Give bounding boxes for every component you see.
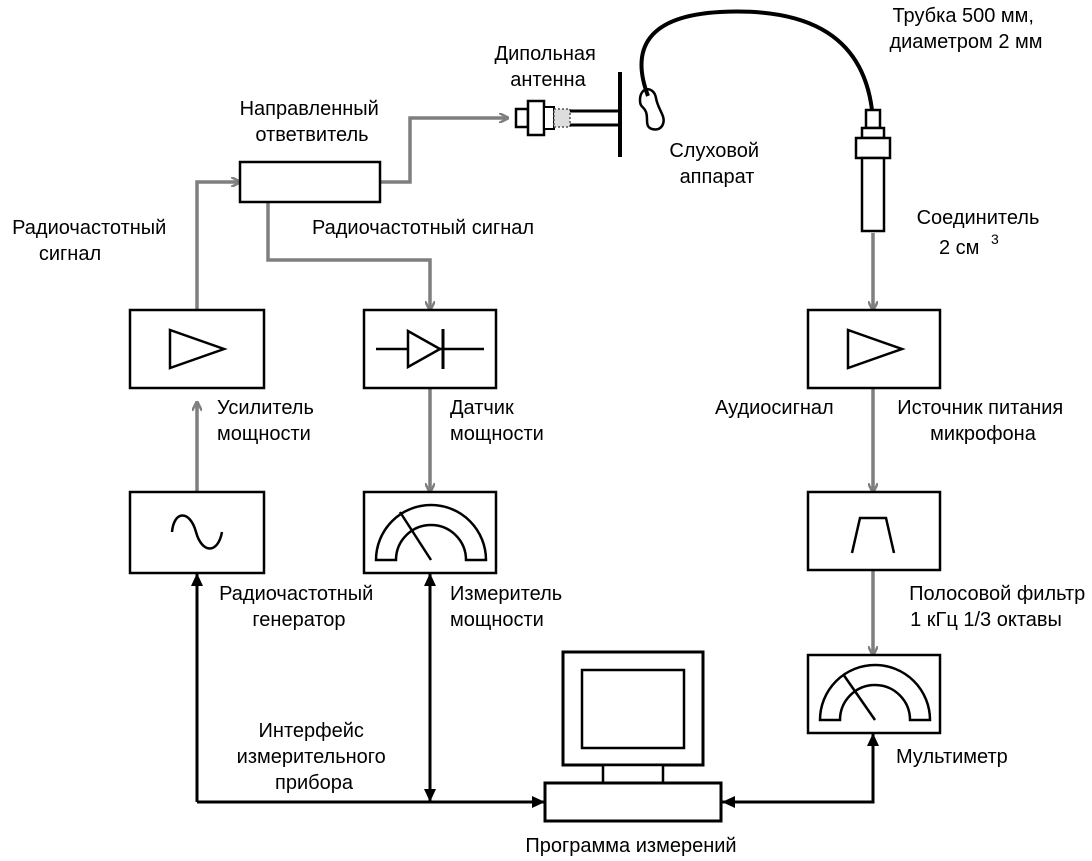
analog-meter-icon bbox=[818, 663, 932, 722]
rf-signal-left-label: Радиочастотный сигнал bbox=[12, 217, 172, 265]
audio-amplifier-box bbox=[806, 308, 942, 390]
diode-icon bbox=[376, 328, 484, 370]
multimeter-label: Мультиметр bbox=[896, 746, 1008, 768]
analog-meter-icon bbox=[374, 503, 488, 562]
power-sensor-label: Датчик мощности bbox=[450, 397, 544, 445]
amp-to-coupler-arrow bbox=[195, 182, 240, 310]
rf-amplifier-triangle-icon bbox=[168, 328, 228, 370]
audio-amplifier-triangle-icon bbox=[846, 328, 906, 370]
coupler-2cc-icon bbox=[854, 108, 892, 233]
coupler-to-sensor-arrow bbox=[266, 202, 430, 310]
coupler-2cc-unit-label: 2 см bbox=[939, 237, 979, 259]
rf-generator-label: Радиочастотный генератор bbox=[219, 583, 379, 631]
directional-coupler-box bbox=[238, 160, 382, 204]
rf-amplifier-box bbox=[128, 308, 266, 390]
power-meter-label: Измеритель мощности bbox=[450, 583, 568, 631]
hearing-aid-label: Слуховой аппарат bbox=[669, 140, 764, 188]
instrument-interface-label: Интерфейс измерительного прибора bbox=[237, 720, 392, 794]
dipole-antenna-icon bbox=[514, 72, 622, 157]
coupler-2cc-label: Соединитель bbox=[917, 207, 1040, 229]
power-amplifier-label: Усилитель мощности bbox=[217, 397, 319, 445]
multimeter-box bbox=[806, 653, 942, 735]
rf-signal-mid-label: Радиочастотный сигнал bbox=[312, 217, 534, 239]
bandpass-filter-icon bbox=[850, 516, 896, 554]
computer-to-multimeter-arrow bbox=[800, 733, 879, 804]
coupler-to-antenna-arrow bbox=[380, 118, 508, 184]
computer-icon bbox=[543, 650, 723, 823]
rf-signal-lines bbox=[197, 118, 873, 655]
power-sensor-box bbox=[362, 308, 498, 390]
hearing-aid-icon bbox=[638, 88, 665, 131]
mic-power-supply-label: Источник питания микрофона bbox=[897, 397, 1069, 445]
tube-label: Трубка 500 мм, диаметром 2 мм bbox=[889, 5, 1042, 53]
rf-generator-box bbox=[128, 490, 266, 575]
directional-coupler-label: Направленный ответвитель bbox=[240, 98, 385, 146]
coupler-2cc-superscript: 3 bbox=[991, 231, 999, 247]
tube-500mm bbox=[639, 9, 874, 111]
power-meter-box bbox=[362, 490, 498, 575]
dipole-antenna-label: Дипольная антенна bbox=[495, 43, 602, 91]
measurement-program-label: Программа измерений bbox=[525, 835, 736, 857]
sine-wave-icon bbox=[170, 514, 224, 550]
control-lines bbox=[191, 573, 879, 808]
bandpass-filter-box bbox=[806, 490, 942, 572]
audio-signal-label: Аудиосигнал bbox=[715, 397, 834, 419]
bandpass-filter-label: Полосовой фильтр 1 кГц 1/3 октавы bbox=[909, 583, 1091, 631]
